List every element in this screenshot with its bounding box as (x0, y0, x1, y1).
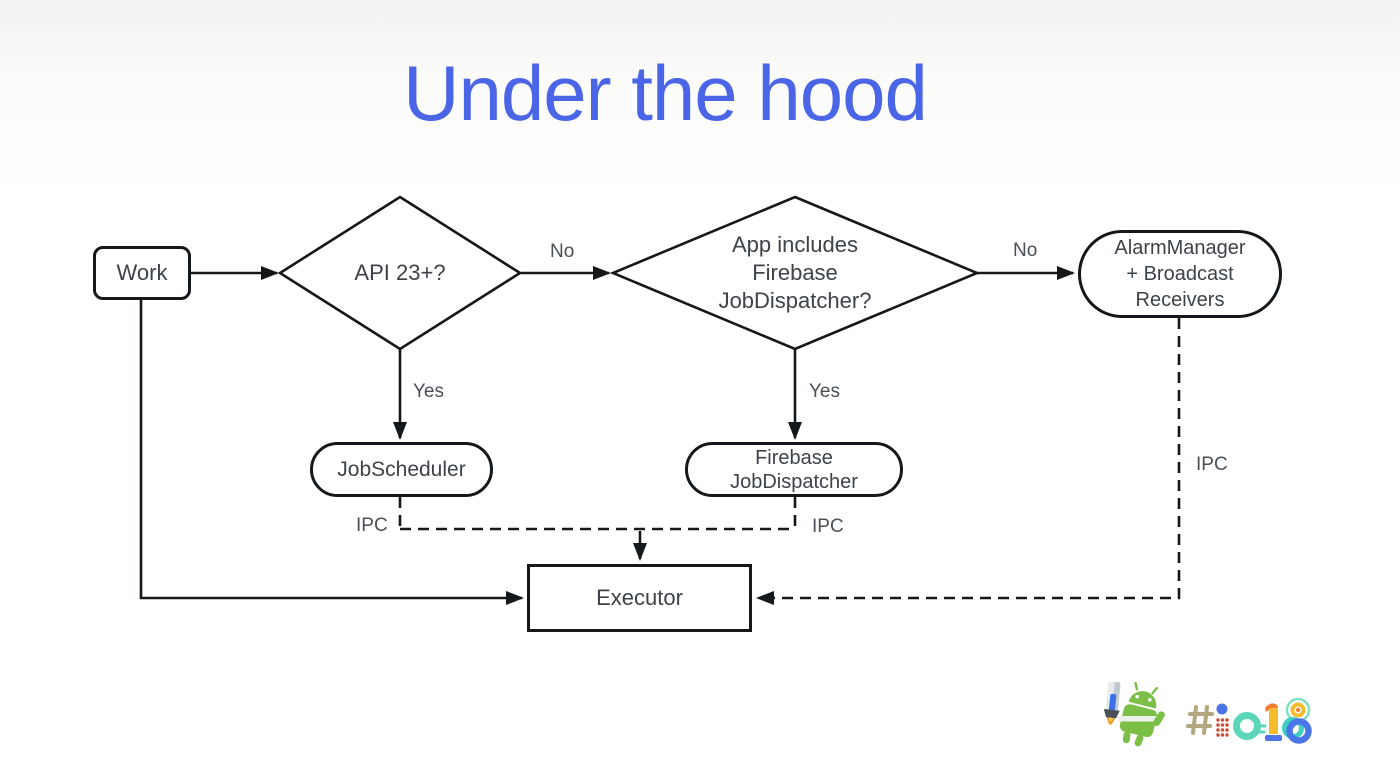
node-firebase-jobdispatcher: Firebase JobDispatcher (685, 442, 903, 497)
edge-label-ipc-jobscheduler: IPC (356, 515, 388, 536)
page-title: Under the hood (403, 49, 928, 137)
decision-api-label: API 23+? (354, 260, 446, 285)
node-work: Work (93, 246, 191, 300)
io18-wordmark (1186, 697, 1312, 744)
edge-alarm-ipc (756, 318, 1181, 605)
node-alarmmanager: AlarmManager + Broadcast Receivers (1078, 230, 1282, 318)
edge-label-ipc-alarm: IPC (1196, 454, 1228, 475)
edge-label-no-api: No (550, 241, 575, 262)
edge-work-to-executor (139, 300, 524, 605)
edge-label-ipc-firebase: IPC (812, 516, 844, 537)
android-jetpack-icon (1103, 682, 1165, 747)
node-executor: Executor (527, 564, 752, 632)
decision-firebase-label: App includes Firebase JobDispatcher? (718, 232, 872, 313)
edge-label-no-firebase: No (1013, 240, 1038, 261)
io18-footer-logo (1103, 682, 1312, 747)
edge-label-yes-firebase: Yes (809, 381, 840, 402)
edge-label-yes-api: Yes (413, 381, 444, 402)
node-jobscheduler: JobScheduler (310, 442, 493, 497)
